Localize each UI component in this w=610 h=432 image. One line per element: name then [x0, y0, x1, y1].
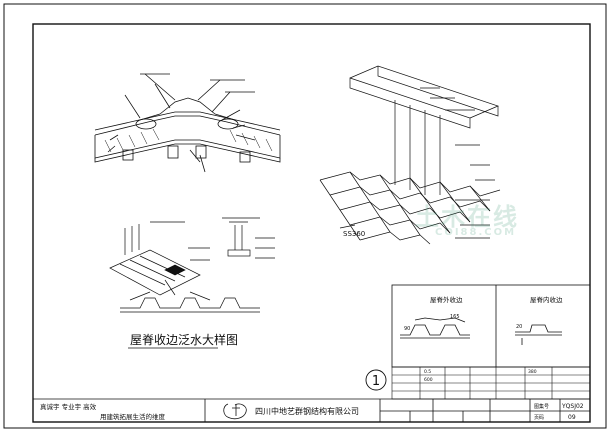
inner-flashing-profile [515, 324, 562, 345]
watermark-url: COI88.COM [435, 227, 517, 238]
outer-frame [3, 3, 607, 429]
fastener-detail-drawing [109, 217, 275, 313]
spec-value: 0.5 [424, 369, 431, 375]
watermark-text: 土木在线 [415, 203, 519, 231]
drawing-no: YQSJ02 [561, 403, 584, 410]
slogan-left: 真诚宇 专业宇 高效 [40, 402, 97, 411]
inner-dim-1: 20 [516, 324, 522, 330]
main-title: 屋脊收边泛水大样图 [130, 332, 238, 347]
watermark: 土木在线 COI88.COM [395, 195, 535, 245]
company-logo [223, 403, 247, 420]
spec-value: 380 [528, 369, 537, 375]
pattern-label: SS360 [343, 230, 365, 238]
spec-value: 600 [424, 377, 433, 383]
inner-detail-title: 屋脊内收边 [530, 295, 563, 304]
drawing-no-label: 图集号 [534, 403, 549, 410]
sheet-mark: 1 [372, 374, 380, 389]
ridge-section-drawing [94, 73, 281, 173]
slogan-right: 用建筑拓展生活的维度 [100, 412, 166, 421]
sheet-mark-circle [365, 369, 387, 391]
page-number: 09 [568, 414, 576, 421]
spec-table-lines [391, 366, 591, 400]
outer-detail-title: 屋脊外收边 [430, 295, 463, 304]
page-label: 页码 [534, 414, 544, 421]
company-name: 四川中地艺群钢结构有限公司 [255, 406, 359, 416]
outer-dim-1: 90 [404, 326, 410, 332]
title-band-lines [33, 398, 590, 422]
ridge-isometric-drawing [319, 65, 501, 245]
inner-frame [32, 23, 591, 423]
outer-dim-2: 165 [450, 314, 460, 320]
outer-flashing-profile [400, 317, 470, 339]
